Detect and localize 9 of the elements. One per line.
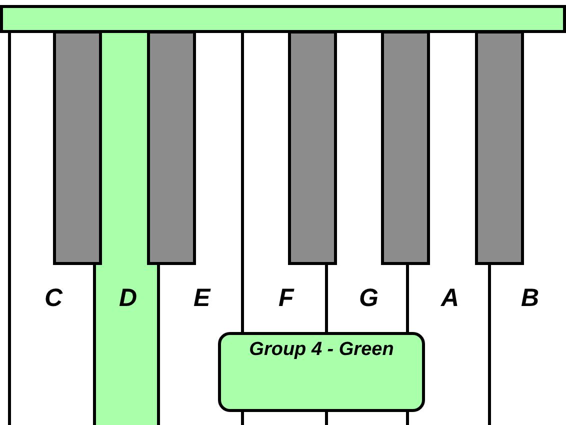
note-label: B [521,284,540,312]
note-label: D [119,284,138,312]
note-label: E [194,284,210,312]
group-label: Group 4 - Green [248,339,395,361]
note-label: A [441,284,460,312]
note-label: C [44,284,63,312]
group-box [218,332,425,412]
note-label: F [278,284,294,312]
note-label: G [359,284,378,312]
